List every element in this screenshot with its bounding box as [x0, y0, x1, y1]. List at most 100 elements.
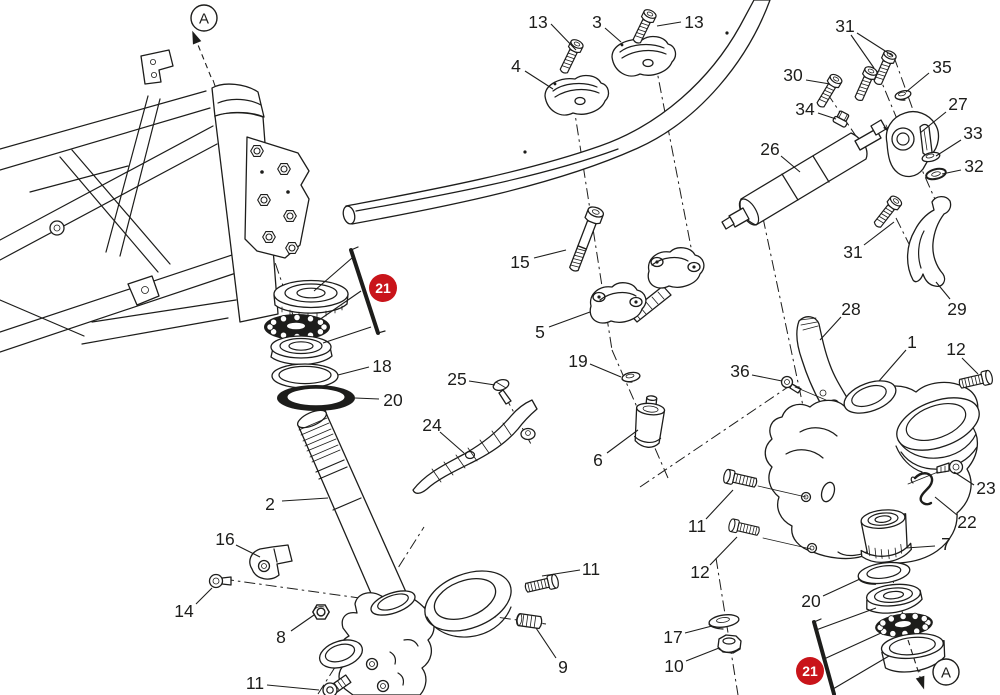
- part-callout-25: 25: [447, 369, 496, 389]
- part-callout-12: 12: [690, 536, 738, 582]
- arrowhead: [192, 30, 202, 45]
- part-callout-20: 20: [354, 390, 403, 410]
- part-callout-7: 7: [905, 534, 951, 554]
- part-number-label: 1: [907, 332, 917, 352]
- part-race-cup-right: [880, 633, 946, 673]
- part-number-label: 19: [568, 351, 587, 371]
- part-number-label: 36: [730, 361, 749, 381]
- part-number-label: 6: [593, 450, 603, 470]
- part-number-label: 10: [664, 656, 684, 676]
- part-race-right: [865, 583, 923, 614]
- part-number-label: 31: [843, 242, 862, 262]
- part-callout-31: 31: [843, 221, 895, 262]
- part-callout-30: 30: [783, 65, 831, 85]
- part-seal-ring-20-left: [277, 385, 355, 411]
- part-number-label: 12: [946, 339, 965, 359]
- part-bolt-15: [569, 206, 605, 272]
- part-number-label: 34: [795, 99, 815, 119]
- svg-text:21: 21: [802, 663, 818, 679]
- part-ball-bearing-left: [264, 313, 330, 341]
- part-callout-29: 29: [935, 281, 967, 319]
- part-number-label: 18: [372, 356, 391, 376]
- part-handlebar: [342, 0, 771, 225]
- part-handlebar-clamp-4: [544, 74, 610, 116]
- svg-text:A: A: [941, 665, 951, 682]
- part-screw-23: [936, 459, 964, 475]
- view-marker-A: A: [907, 639, 960, 690]
- part-number-label: 26: [760, 139, 779, 159]
- part-number-label: 28: [841, 299, 860, 319]
- part-callout-20: 20: [801, 578, 861, 611]
- part-bracket-29: [906, 195, 952, 287]
- part-callout-31: 31: [835, 16, 894, 69]
- part-callout-3: 3: [592, 12, 622, 43]
- part-callout-28: 28: [819, 299, 861, 341]
- part-number-label: 31: [835, 16, 854, 36]
- part-frame: [0, 49, 310, 353]
- part-lower-yoke: [318, 570, 512, 695]
- part-washer-33: [921, 151, 941, 163]
- alignment-lines: [757, 386, 939, 550]
- part-handlebar-clamp-3: [611, 35, 677, 77]
- part-number-label: 4: [511, 56, 521, 76]
- part-callout-33: 33: [935, 123, 983, 157]
- part-callout-5: 5: [535, 311, 591, 342]
- part-set-screw-9: [515, 613, 543, 630]
- part-washer-35: [894, 90, 912, 101]
- part-callout-35: 35: [905, 57, 952, 93]
- part-bushing-7: [860, 509, 912, 563]
- part-number-label: 24: [422, 415, 442, 435]
- part-number-label: 5: [535, 322, 545, 342]
- part-dust-seal-left: [273, 279, 349, 319]
- part-callout-4: 4: [511, 56, 554, 90]
- part-callout-27: 27: [919, 94, 968, 134]
- part-number-label: 13: [528, 12, 547, 32]
- part-nut-8: [312, 604, 330, 620]
- part-ring-18: [271, 363, 339, 389]
- part-upper-yoke-1: [764, 380, 980, 564]
- part-screw-36: [780, 375, 802, 394]
- part-callout-2: 2: [265, 494, 329, 514]
- part-bolt-11-bottom: [322, 674, 352, 695]
- part-callout-36: 36: [730, 361, 783, 382]
- part-callout-16: 16: [215, 529, 261, 558]
- part-callout-23: 23: [953, 471, 996, 498]
- svg-text:A: A: [199, 11, 209, 28]
- part-washer-32: [925, 167, 947, 181]
- part-number-label: 11: [582, 559, 600, 579]
- part-callout-22: 22: [934, 496, 977, 532]
- part-number-label: 33: [963, 123, 982, 143]
- part-number-label: 23: [976, 478, 995, 498]
- part-washer-19: [621, 371, 641, 383]
- part-number-label: 15: [510, 252, 529, 272]
- view-marker-A: A: [190, 4, 218, 78]
- part-number-label: 11: [688, 516, 706, 536]
- svg-text:21: 21: [375, 280, 391, 296]
- part-number-label: 7: [941, 534, 951, 554]
- part-number-label: 35: [932, 57, 951, 77]
- part-callout-9: 9: [535, 627, 568, 677]
- part-callout-18: 18: [337, 356, 392, 376]
- part-callout-11: 11: [246, 673, 320, 693]
- part-number-label: 30: [783, 65, 803, 85]
- part-callout-13: 13: [656, 12, 704, 32]
- part-screw-25: [492, 378, 512, 405]
- part-number-label: 25: [447, 369, 466, 389]
- part-number-label: 27: [948, 94, 967, 114]
- item-badge-21: 21: [796, 657, 824, 685]
- part-steering-damper-26: [721, 119, 902, 230]
- part-screw-30: [813, 71, 845, 111]
- part-ball-bearing-right: [875, 612, 933, 638]
- part-number-label: 9: [558, 657, 568, 677]
- part-callout-26: 26: [760, 139, 801, 173]
- part-number-label: 13: [684, 12, 703, 32]
- part-number-label: 11: [246, 673, 264, 693]
- group-bracket-21-left: [313, 246, 386, 344]
- part-callout-1: 1: [878, 332, 917, 382]
- part-washer-20-right: [857, 561, 911, 585]
- part-screw-31a: [851, 64, 880, 104]
- part-bushing-6: [634, 395, 666, 448]
- part-screw-31b: [870, 48, 899, 88]
- part-cable-guide-24: [412, 399, 538, 494]
